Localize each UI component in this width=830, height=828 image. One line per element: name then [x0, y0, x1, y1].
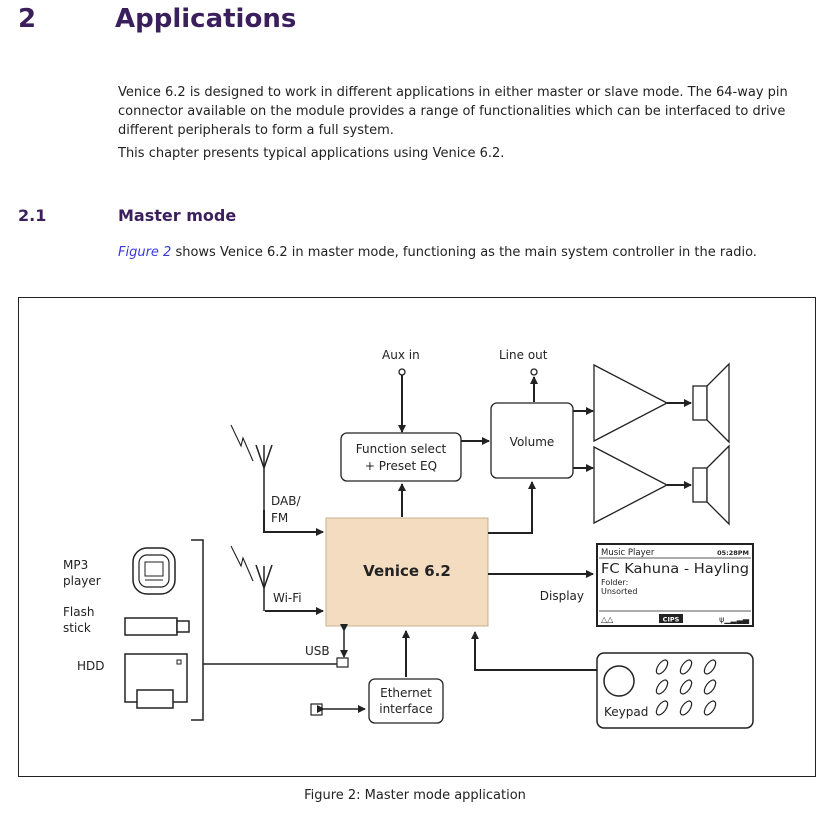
- display-label: Display: [540, 589, 584, 603]
- peripherals-bracket: [191, 539, 204, 721]
- flash-stick-icon: [124, 617, 190, 636]
- lcd-title: Music Player: [601, 548, 655, 558]
- speaker-top-icon: [692, 362, 730, 444]
- hdd-icon: [124, 653, 188, 709]
- figure-link[interactable]: Figure 2: [118, 245, 172, 260]
- lcd-display-icon: Music Player 05:28PM FC Kahuna - Hayling…: [596, 543, 754, 627]
- lcd-status-icons: △△: [601, 615, 614, 624]
- wifi-antenna-icon: [230, 545, 273, 611]
- aux-in-jack-icon: [398, 368, 406, 376]
- preset-eq-label: + Preset EQ: [365, 459, 437, 473]
- venice-module-box: [325, 517, 489, 627]
- mp3-player-icon: [132, 547, 176, 595]
- line-out-label: Line out: [499, 348, 548, 362]
- figure-caption: Figure 2: Master mode application: [304, 788, 526, 803]
- master-mode-figure: Aux in Line out Function select + Preset…: [18, 297, 816, 777]
- amplifier-top-icon: [593, 363, 669, 443]
- flash-label: Flash: [63, 605, 94, 619]
- lcd-time: 05:28PM: [717, 549, 749, 557]
- ethernet-port-icon: [310, 703, 323, 716]
- ethernet-interface-box: [368, 678, 444, 724]
- fm-label: FM: [271, 511, 288, 525]
- line-out-jack-icon: [530, 368, 538, 376]
- block-diagram: Aux in Line out Function select + Preset…: [63, 348, 754, 729]
- lcd-badge: CIPS: [663, 616, 680, 624]
- ethernet-label: Ethernet: [380, 686, 432, 700]
- subsection-title: Master mode: [118, 206, 237, 225]
- mp3-label: MP3: [63, 558, 88, 572]
- function-select-label: Function select: [356, 442, 447, 456]
- interface-label: interface: [379, 702, 433, 716]
- keypad-icon: [596, 652, 754, 729]
- lcd-folder-name: Unsorted: [601, 587, 637, 596]
- master-mode-paragraph: Figure 2 shows Venice 6.2 in master mode…: [118, 243, 808, 262]
- section-title: Applications: [115, 4, 297, 34]
- keypad-label: Keypad: [604, 705, 648, 719]
- usb-port-icon: [336, 657, 349, 668]
- lcd-folder: Folder:: [601, 578, 628, 587]
- function-select-box: [340, 432, 462, 482]
- dab-fm-antenna-icon: [230, 424, 273, 510]
- dab-label: DAB/: [271, 494, 301, 508]
- lcd-signal-icon: ψ▁▂▃▄: [719, 615, 750, 624]
- volume-box: [490, 402, 574, 479]
- player-label: player: [63, 574, 101, 588]
- speaker-bottom-icon: [692, 444, 730, 526]
- venice-module-label: Venice 6.2: [363, 562, 451, 580]
- intro-paragraph-2: This chapter presents typical applicatio…: [118, 146, 505, 161]
- aux-in-label: Aux in: [382, 348, 420, 362]
- section-number: 2: [18, 4, 37, 34]
- amplifier-bottom-icon: [593, 445, 669, 525]
- usb-label: USB: [305, 644, 330, 658]
- stick-label: stick: [63, 621, 91, 635]
- hdd-label: HDD: [77, 659, 105, 673]
- lcd-track: FC Kahuna - Hayling: [601, 562, 749, 577]
- volume-label: Volume: [510, 435, 555, 449]
- master-mode-text: shows Venice 6.2 in master mode, functio…: [171, 245, 757, 260]
- subsection-number: 2.1: [18, 206, 47, 225]
- intro-paragraph-1: Venice 6.2 is designed to work in differ…: [118, 85, 788, 138]
- wifi-label: Wi-Fi: [273, 591, 302, 605]
